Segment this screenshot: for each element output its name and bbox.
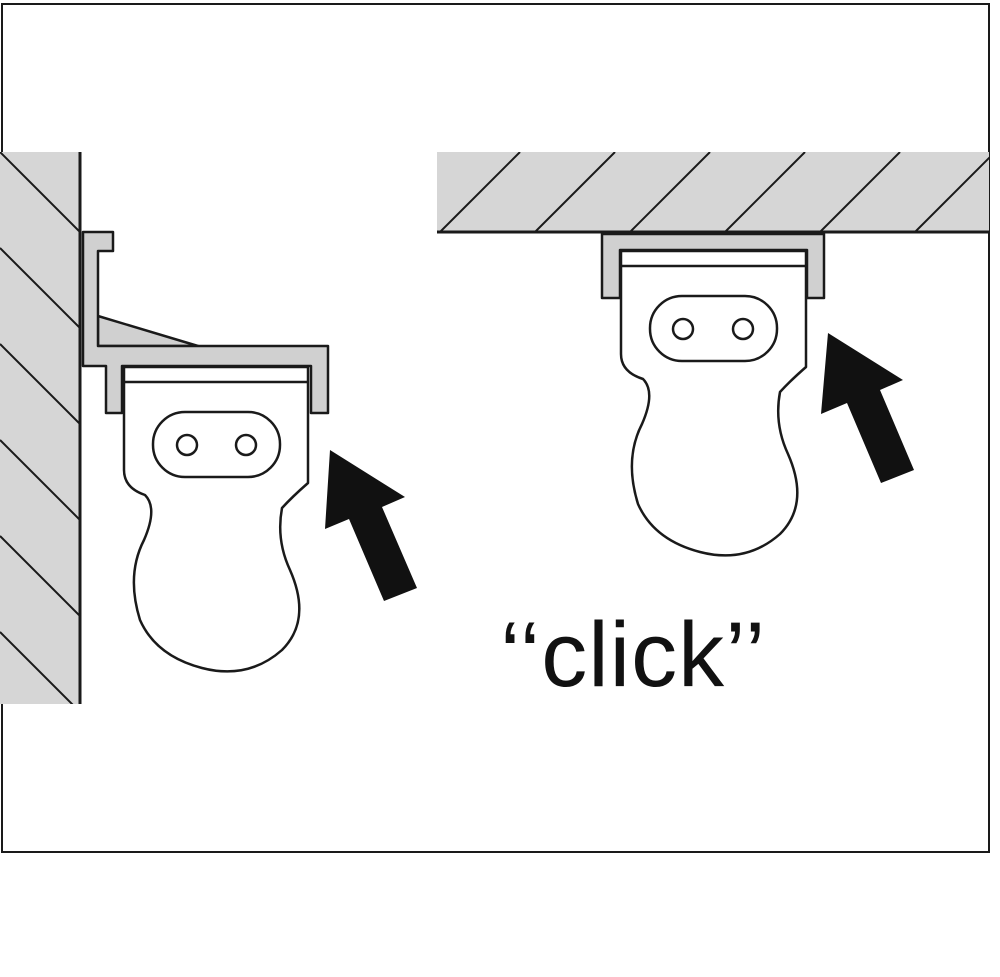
click-annotation: ‘‘click’’	[500, 604, 767, 706]
roller-blind-end-cap	[619, 249, 808, 557]
roller-blind-end-cap	[122, 365, 310, 673]
screw-hole	[175, 433, 199, 457]
arrow-up-left-icon	[325, 450, 417, 601]
screw-hole	[671, 317, 695, 341]
wall-surface	[0, 152, 82, 704]
mounting-plate	[151, 410, 282, 479]
mounting-plate	[648, 294, 779, 363]
arrow-up-left-icon	[821, 333, 914, 483]
wall-mount-illustration	[0, 152, 417, 704]
screw-hole	[234, 433, 258, 457]
screw-hole	[731, 317, 755, 341]
ceiling-mount-illustration	[437, 152, 989, 557]
ceiling-surface	[437, 152, 989, 234]
wall-bracket	[81, 230, 330, 415]
